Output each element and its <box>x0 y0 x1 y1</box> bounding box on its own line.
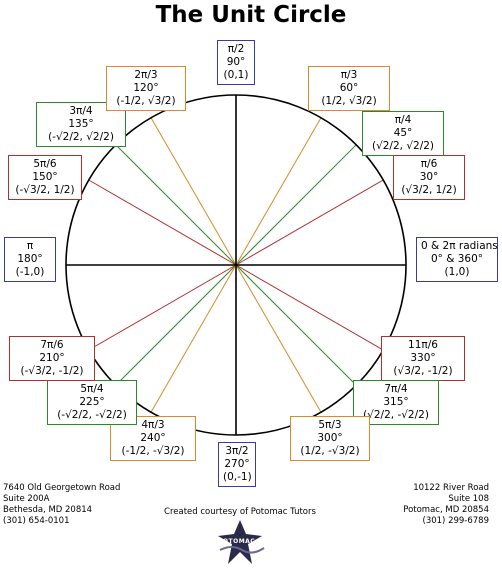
spokes-group <box>88 117 384 413</box>
label-line: π/6 <box>420 158 438 170</box>
label-line: 120° <box>133 82 159 94</box>
label-line: (√2/2, √2/2) <box>371 140 435 152</box>
label-line: 240° <box>140 432 166 444</box>
label-line: 30° <box>419 171 439 183</box>
label-line: (√3/2, 1/2) <box>401 184 457 196</box>
label-line: 5π/6 <box>33 158 57 170</box>
label-line: (1/2, √3/2) <box>321 95 377 107</box>
address-right-line: Potomac, MD 20854 <box>403 505 489 515</box>
label-line: 270° <box>224 458 250 470</box>
label-line: 5π/3 <box>318 419 342 431</box>
label-line: 180° <box>17 253 43 265</box>
label-line: 7π/4 <box>384 383 408 395</box>
spoke-135 <box>115 144 237 266</box>
spoke-240 <box>150 264 237 413</box>
label-line: 0 & 2π radians <box>421 240 498 252</box>
address-left: 7640 Old Georgetown Road Suite 200A Beth… <box>3 483 120 527</box>
address-right-line: 10122 River Road <box>413 483 489 493</box>
label-line: π <box>26 240 34 252</box>
unit-circle <box>65 94 407 436</box>
spoke-210 <box>88 264 237 351</box>
address-left-line: (301) 654-0101 <box>3 516 70 526</box>
courtesy-text: Created courtesy of Potomac Tutors <box>164 507 316 517</box>
logo-text: POTOMAC <box>218 538 256 545</box>
address-right: 10122 River Road Suite 108 Potomac, MD 2… <box>403 483 489 527</box>
label-line: 0° & 360° <box>430 253 484 265</box>
label-line: (-1,0) <box>15 266 45 278</box>
label-line: 7π/6 <box>40 339 64 351</box>
label-line: 330° <box>410 352 436 364</box>
label-line: 45° <box>393 127 413 139</box>
label-line: (-√3/2, -1/2) <box>20 365 84 377</box>
label-line: 11π/6 <box>408 339 438 351</box>
label-line: 3π/4 <box>69 105 93 117</box>
spoke-330 <box>235 264 384 351</box>
spoke-45 <box>235 144 357 266</box>
label-line: 225° <box>79 396 105 408</box>
label-line: (0,1) <box>223 69 249 81</box>
address-right-line: Suite 108 <box>448 494 489 504</box>
label-line: 90° <box>226 56 246 68</box>
spoke-30 <box>235 179 384 266</box>
label-line: 60° <box>339 82 359 94</box>
label-line: π/2 <box>227 43 245 55</box>
address-left-line: 7640 Old Georgetown Road <box>3 483 121 493</box>
potomac-tutors-logo: POTOMAC <box>212 520 268 564</box>
label-line: (√2/2, -√2/2) <box>363 409 429 421</box>
page-title: The Unit Circle <box>155 2 347 28</box>
spoke-60 <box>235 117 322 266</box>
label-line: (-1/2, -√3/2) <box>121 445 185 457</box>
label-line: (1,0) <box>444 266 470 278</box>
label-line: 2π/3 <box>134 69 158 81</box>
spoke-300 <box>235 264 322 413</box>
label-line: 150° <box>32 171 58 183</box>
label-line: 315° <box>383 396 409 408</box>
label-line: (0,-1) <box>223 471 252 483</box>
address-right-line: (301) 299-6789 <box>422 516 489 526</box>
label-line: 135° <box>68 118 94 130</box>
label-line: (1/2, -√3/2) <box>300 445 360 457</box>
label-line: π/4 <box>394 114 412 126</box>
spoke-225 <box>115 264 237 386</box>
spoke-315 <box>235 264 357 386</box>
label-line: (-1/2, √3/2) <box>116 95 176 107</box>
label-line: (√3/2, -1/2) <box>393 365 453 377</box>
label-line: (-√2/2, -√2/2) <box>57 409 127 421</box>
label-line: 210° <box>39 352 65 364</box>
label-line: 4π/3 <box>141 419 165 431</box>
label-line: (-√3/2, 1/2) <box>15 184 75 196</box>
address-left-line: Suite 200A <box>3 494 50 504</box>
address-left-line: Bethesda, MD 20814 <box>3 505 93 515</box>
label-line: 300° <box>317 432 343 444</box>
label-line: 3π/2 <box>225 445 249 457</box>
label-line: π/3 <box>340 69 358 81</box>
spoke-150 <box>88 179 237 266</box>
label-line: (-√2/2, √2/2) <box>48 131 114 143</box>
label-line: 5π/4 <box>80 383 104 395</box>
spoke-120 <box>150 117 237 266</box>
